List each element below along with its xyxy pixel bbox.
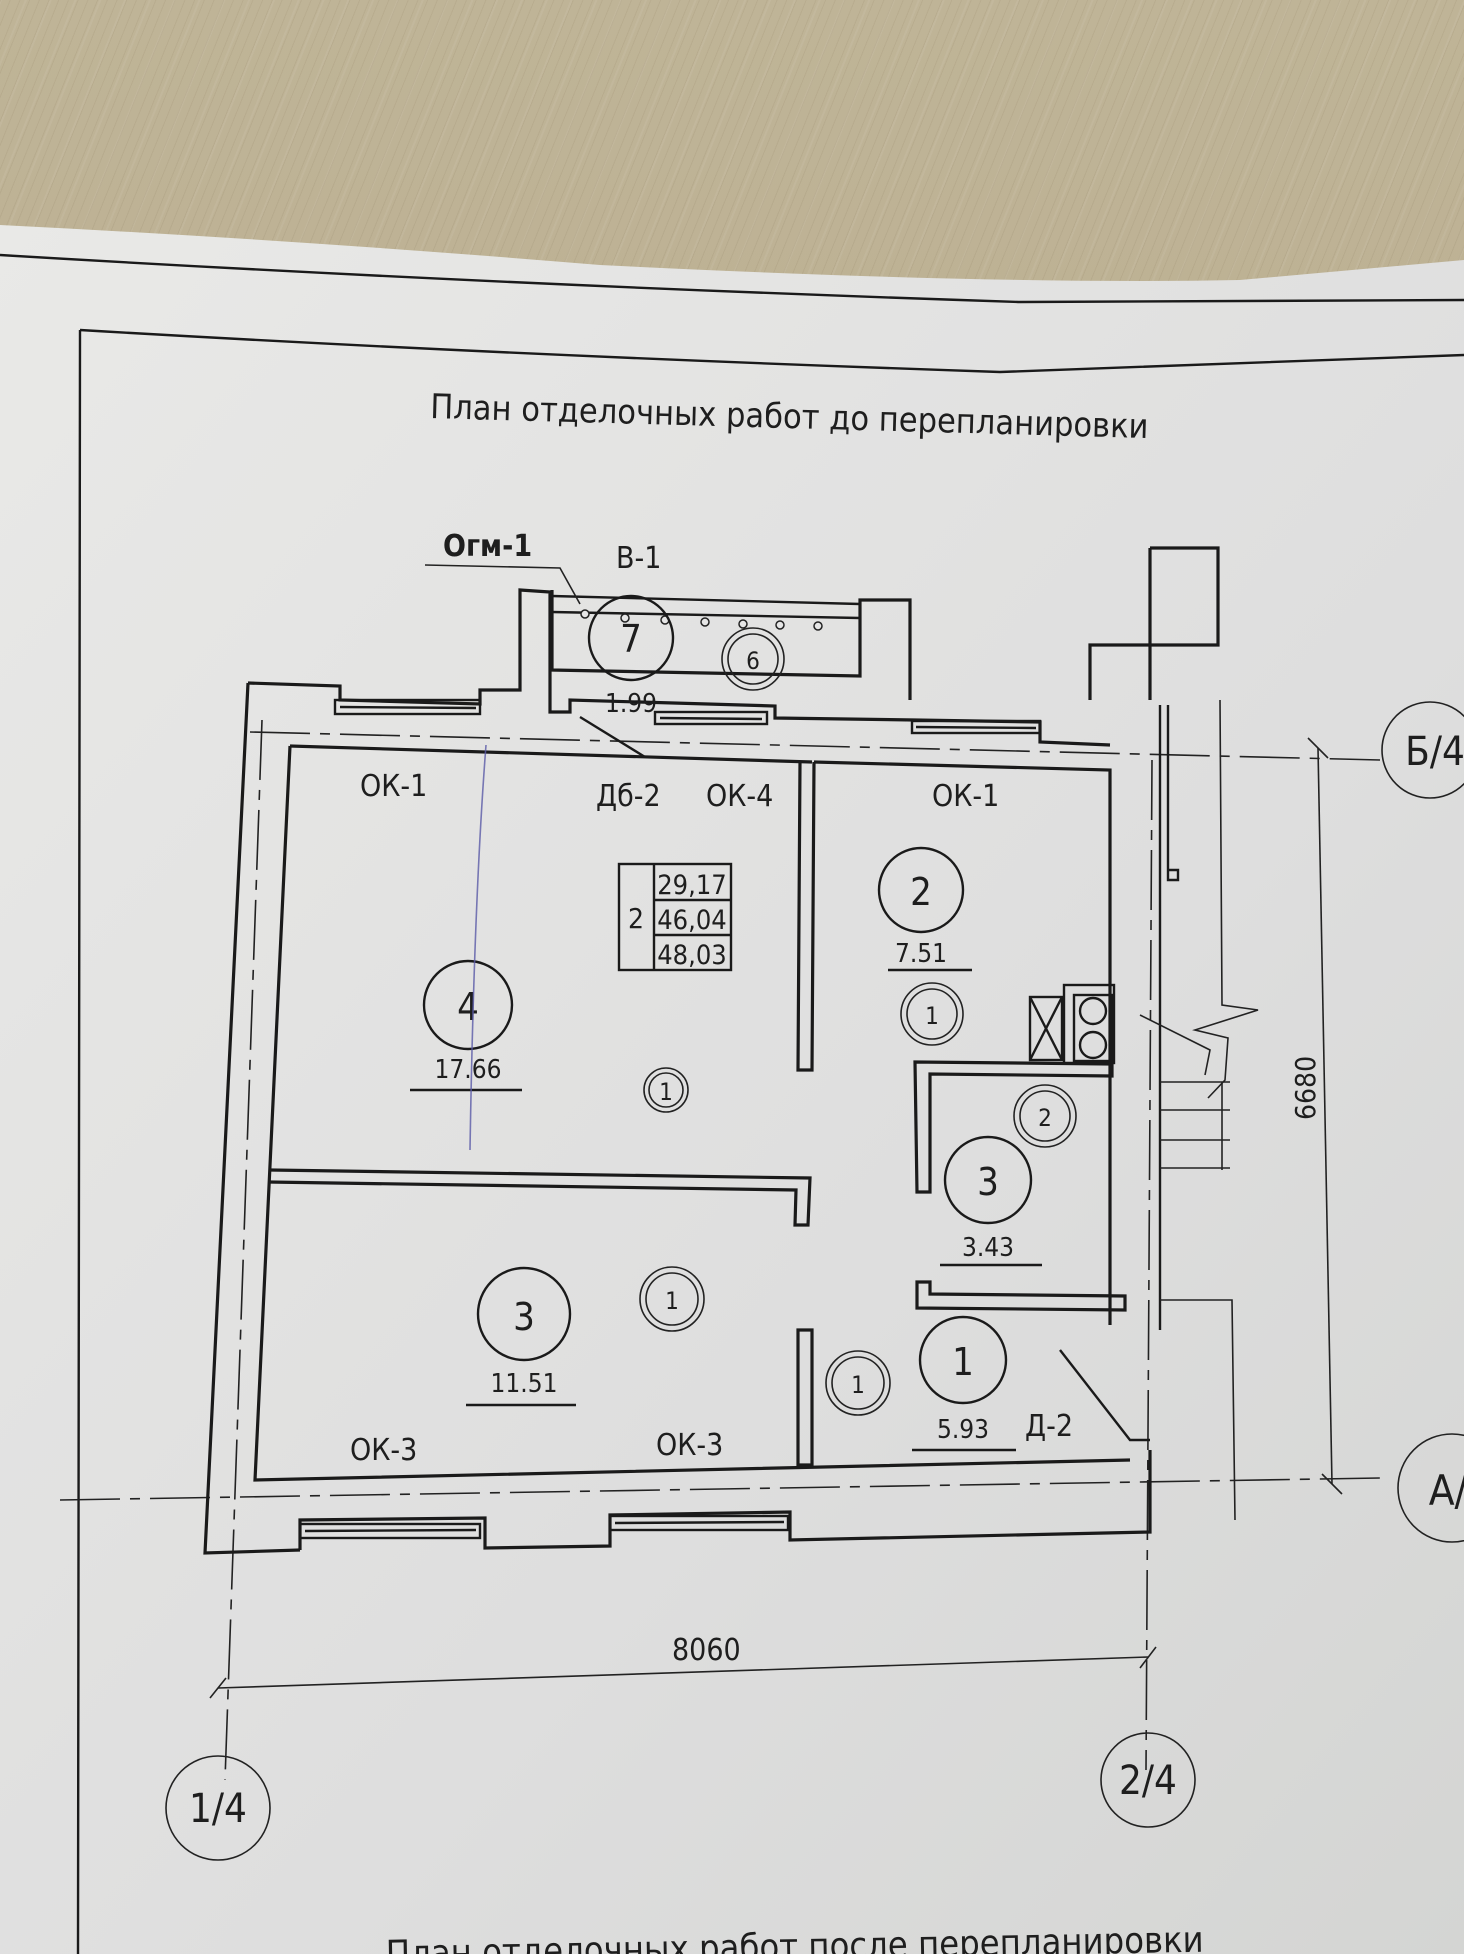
- room-area: 11.51: [491, 1369, 558, 1399]
- finish-marker: 1: [825, 1350, 891, 1416]
- axis-marker-2-4: 2/4: [1100, 1732, 1196, 1828]
- total-area: 46,04: [657, 905, 727, 936]
- window-ok1-left-symbol: [333, 698, 482, 716]
- railing-line: [424, 564, 581, 605]
- svg-text:2/4: 2/4: [1119, 1758, 1177, 1804]
- svg-text:2: 2: [910, 870, 932, 914]
- window-ok1-left-tag: ОК-1: [360, 769, 427, 804]
- axis-line-2-4: [1145, 759, 1153, 1771]
- dimension-horizontal-label: 8060: [672, 1633, 741, 1668]
- svg-text:4: 4: [457, 985, 479, 1029]
- axis-marker-b4: Б/4: [1381, 701, 1464, 799]
- living-room-top-wall: [289, 744, 813, 764]
- dim-tick-left: [209, 1677, 227, 1699]
- window-ok3-right-symbol: [608, 1514, 790, 1532]
- room-area: 3.43: [962, 1233, 1014, 1263]
- svg-text:1: 1: [952, 1340, 974, 1384]
- window-ok4-tag: ОК-4: [706, 779, 773, 814]
- room-area: 5.93: [937, 1415, 989, 1445]
- svg-text:Б/4: Б/4: [1405, 729, 1464, 775]
- window-ok3-left-tag: ОК-3: [350, 1433, 417, 1468]
- dimension-line-vertical: [1317, 747, 1333, 1485]
- stair-steps: [1160, 1081, 1230, 1170]
- svg-text:6: 6: [746, 647, 760, 675]
- balcony-outline: [550, 590, 912, 700]
- window-ok3-right-tag: ОК-3: [656, 1428, 723, 1463]
- svg-text:3: 3: [513, 1295, 535, 1339]
- axis-line-a4: [59, 1477, 1381, 1501]
- axis-marker-1-4: 1/4: [165, 1755, 271, 1861]
- svg-text:1/4: 1/4: [189, 1786, 247, 1832]
- room-marker-7: 7 1.99: [587, 594, 675, 719]
- room-area: 7.51: [895, 939, 947, 969]
- partition-wall-4-3: [267, 1168, 812, 1227]
- kitchen-top-wall: [813, 760, 1112, 1325]
- svg-text:1: 1: [665, 1287, 679, 1315]
- apartment-summary-table: 2 29,17 46,04 48,03: [617, 862, 733, 972]
- sheet-frame-top-line: [0, 253, 1464, 304]
- stove-icon: [1062, 983, 1116, 1065]
- balcony-glazing: [551, 594, 861, 620]
- svg-text:7: 7: [620, 617, 642, 661]
- kitchen-wall: [796, 761, 816, 1072]
- svg-text:2: 2: [1038, 1104, 1052, 1132]
- window-ok1-right-symbol: [910, 719, 1042, 735]
- finish-marker: 1: [643, 1067, 689, 1113]
- dimension-line-horizontal: [217, 1656, 1149, 1689]
- rooms-count: 2: [628, 902, 644, 935]
- room-marker-3-bedroom: 3 11.51: [466, 1266, 576, 1407]
- window-ok4-symbol: [653, 710, 769, 726]
- axis-line-b4: [249, 731, 1381, 761]
- svg-text:1: 1: [659, 1078, 673, 1106]
- window-ok3-left-symbol: [298, 1522, 482, 1540]
- svg-text:1: 1: [925, 1002, 939, 1030]
- finish-marker: 6: [721, 627, 785, 691]
- svg-text:А/4: А/4: [1429, 1466, 1464, 1515]
- window-ok1-right-tag: ОК-1: [932, 779, 999, 814]
- inner-wall-left: [253, 745, 1131, 1482]
- shaft-wall: [1088, 546, 1220, 700]
- hall-wall: [796, 1328, 814, 1467]
- dimension-vertical-label: 6680: [1289, 1056, 1322, 1120]
- railing-tag: Огм-1: [443, 529, 532, 564]
- stair-wall: [1158, 705, 1180, 1330]
- living-area: 29,17: [657, 870, 727, 901]
- railing-posts: [580, 609, 823, 631]
- sink-icon: [1028, 995, 1064, 1062]
- pen-mark: [469, 744, 487, 1151]
- dim-tick-right: [1139, 1646, 1157, 1669]
- room-area: 17.66: [435, 1055, 502, 1085]
- finish-marker: 1: [900, 982, 964, 1046]
- room-marker-1-hall: 1 5.93: [912, 1315, 1016, 1452]
- axis-marker-a4: А/4: [1397, 1433, 1464, 1543]
- finish-marker: 2: [1013, 1084, 1077, 1148]
- svg-text:1: 1: [851, 1371, 865, 1399]
- entry-door-leaf: [1059, 1349, 1150, 1442]
- balcony-door-swing: [579, 715, 646, 759]
- finish-marker: 1: [639, 1266, 705, 1332]
- dim-tick-bottom: [1321, 1473, 1343, 1495]
- room-area: 1.99: [605, 689, 657, 719]
- paper: [0, 225, 1464, 1954]
- balcony-window-tag: В-1: [616, 541, 661, 576]
- outer-wall-left: [203, 682, 301, 1555]
- stair-landing: [1160, 1299, 1236, 1521]
- entry-door-tag: Д-2: [1025, 1409, 1073, 1444]
- total-area-with-balcony: 48,03: [657, 940, 727, 971]
- room-marker-3-bath: 3 3.43: [940, 1135, 1042, 1267]
- partition-bath-bottom: [915, 1280, 1127, 1312]
- balcony-door-tag: Дб-2: [596, 779, 661, 814]
- axis-line-1-4: [224, 719, 263, 1781]
- room-marker-2: 2 7.51: [877, 846, 972, 972]
- dim-tick-top: [1307, 737, 1329, 759]
- svg-text:3: 3: [977, 1160, 999, 1204]
- sheet-frame-border: [76, 328, 1464, 1954]
- stair-break-line: [1139, 699, 1259, 1099]
